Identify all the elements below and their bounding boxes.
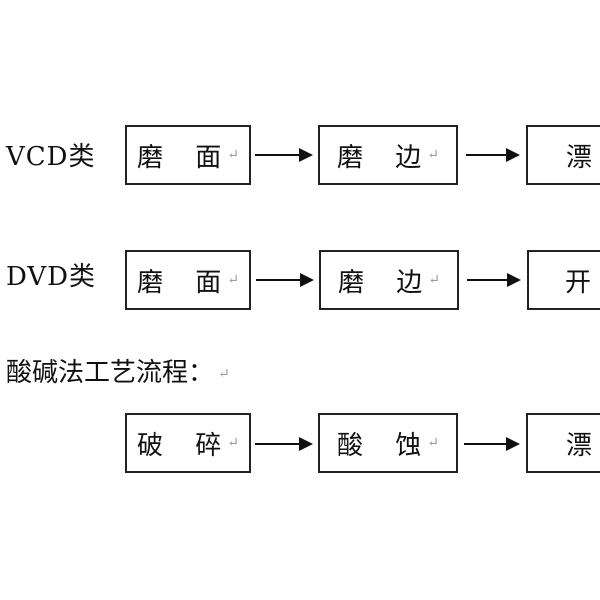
dvd-step-open: 开 xyxy=(527,250,600,310)
vcd-step-2-text: 磨 边 xyxy=(337,142,434,173)
paragraph-mark-icon: ↵ xyxy=(227,435,239,451)
paragraph-mark-icon: ↵ xyxy=(428,272,440,288)
acid-step-1-text: 破 碎 xyxy=(137,430,234,461)
acid-arrow-1 xyxy=(255,437,313,451)
dvd-step-1-text: 磨 面 xyxy=(137,267,234,298)
paragraph-mark-icon: ↵ xyxy=(218,366,230,382)
dvd-row-label: DVD类 xyxy=(6,262,97,292)
vcd-step-1-text: 磨 面 xyxy=(137,142,234,173)
dvd-step-2-text: 磨 边 xyxy=(338,267,435,298)
vcd-step-grind-surface: 磨 面↵ xyxy=(125,125,251,185)
dvd-arrow-1 xyxy=(256,273,314,287)
dvd-step-grind-surface: 磨 面↵ xyxy=(125,250,251,310)
vcd-row-label: VCD类 xyxy=(6,142,96,172)
acid-step-crush: 破 碎↵ xyxy=(125,413,251,473)
dvd-arrow-2 xyxy=(467,273,521,287)
acid-step-3-text: 漂 xyxy=(566,425,600,462)
acid-step-2-text: 酸 蚀 xyxy=(337,430,434,461)
acid-base-process-heading: 酸碱法工艺流程：↵ xyxy=(6,358,230,389)
acid-step-etch: 酸 蚀↵ xyxy=(318,413,458,473)
acid-step-bleach: 漂 xyxy=(526,413,600,473)
paragraph-mark-icon: ↵ xyxy=(227,272,239,288)
paragraph-mark-icon: ↵ xyxy=(427,435,439,451)
vcd-arrow-2 xyxy=(466,148,520,162)
vcd-step-3-text: 漂 xyxy=(566,137,600,174)
vcd-arrow-1 xyxy=(255,148,313,162)
paragraph-mark-icon: ↵ xyxy=(427,147,439,163)
paragraph-mark-icon: ↵ xyxy=(227,147,239,163)
vcd-step-grind-edge: 磨 边↵ xyxy=(318,125,458,185)
vcd-step-bleach: 漂 xyxy=(526,125,600,185)
acid-arrow-2 xyxy=(464,437,520,451)
dvd-step-grind-edge: 磨 边↵ xyxy=(319,250,459,310)
acid-base-heading-text: 酸碱法工艺流程： xyxy=(6,358,215,388)
dvd-step-3-text: 开 xyxy=(565,267,600,298)
